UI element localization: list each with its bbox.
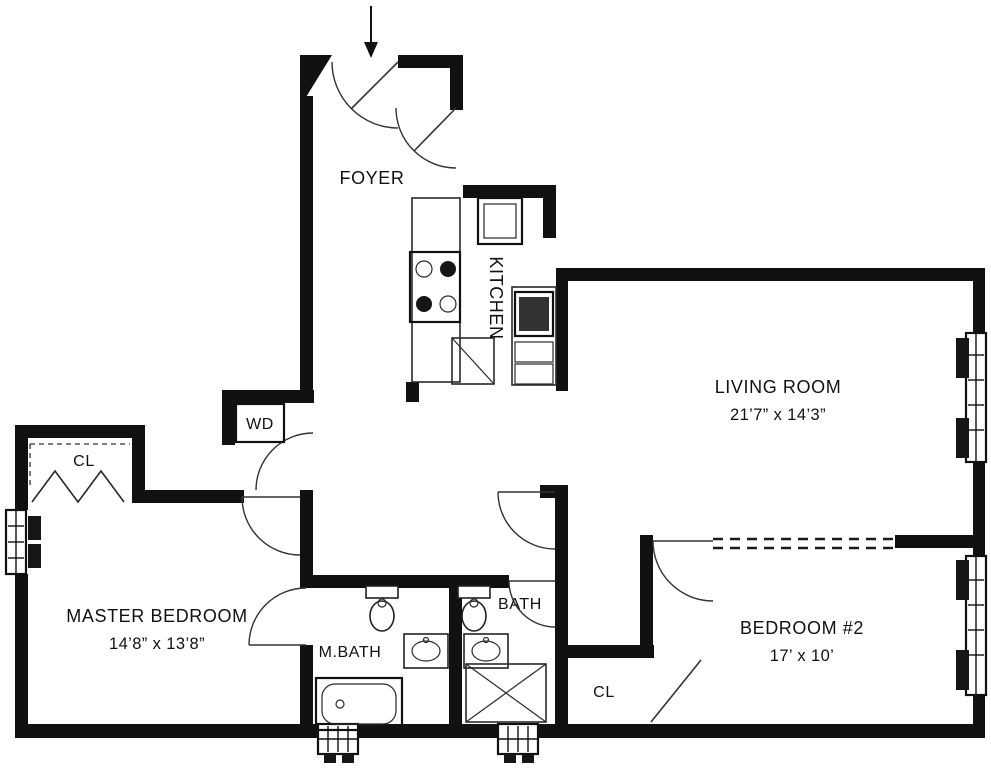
- wall-segment: [895, 535, 985, 548]
- master-bath-door-arc: [248, 587, 307, 646]
- wall-segment: [132, 425, 145, 503]
- bedroom2-label: BEDROOM #2: [740, 618, 864, 638]
- wall-segment: [300, 645, 313, 738]
- wall-segment: [132, 490, 244, 503]
- foyer-kitchen-door-arc: [395, 107, 457, 169]
- kitchen-sink-icon: [511, 286, 557, 386]
- master-bedroom-door-arc: [241, 432, 314, 556]
- wall-segment: [538, 724, 985, 738]
- wall-segment: [398, 55, 463, 68]
- window-right-living-icon: [956, 331, 988, 464]
- hall-living-door-arc: [497, 491, 556, 550]
- entry-arrow-icon: [364, 6, 378, 58]
- wall-segment: [15, 425, 145, 438]
- wall-segment: [463, 185, 556, 198]
- wall-segment: [358, 724, 498, 738]
- wall-segment: [450, 55, 463, 110]
- wall-segment: [15, 425, 28, 510]
- washer-dryer-label: WD: [246, 416, 274, 433]
- wall-segment: [449, 575, 462, 738]
- bath-label: BATH: [498, 596, 542, 613]
- wall-segment: [973, 268, 985, 334]
- closet-master-bifold-door-icon: [31, 469, 125, 504]
- shower-icon: [465, 663, 547, 723]
- wall-segment: [543, 185, 556, 238]
- living-room-dims: 21’7” x 14’3”: [730, 406, 826, 424]
- wall-segment: [640, 535, 653, 657]
- closet-bedroom2-label: CL: [593, 684, 615, 701]
- bath-fixtures: [457, 585, 547, 723]
- room-labels: FOYER KITCHEN LIVING ROOM 21’7” x 14’3” …: [66, 168, 864, 701]
- bathroom-sink-icon: [463, 633, 509, 669]
- bathroom-sink-icon: [403, 633, 449, 669]
- wall-segment: [300, 55, 332, 102]
- wall-segment: [973, 462, 985, 557]
- closet-shelf-dashes: [29, 443, 130, 486]
- door-arcs: [31, 61, 714, 723]
- master-bath-fixtures: [314, 585, 449, 732]
- master-bath-label: M.BATH: [319, 644, 382, 661]
- dishwasher-icon: [451, 337, 495, 385]
- wall-segment: [222, 390, 314, 403]
- entry-door-arc: [331, 61, 399, 129]
- wall-segment: [556, 281, 568, 391]
- closet-bedroom2-door-leaf: [650, 659, 702, 723]
- dashed-partition: [713, 537, 895, 550]
- bedroom2-door-arc: [652, 540, 714, 602]
- bathtub-icon: [314, 676, 404, 732]
- window-left-master-icon: [4, 508, 41, 576]
- master-bedroom-label: MASTER BEDROOM: [66, 606, 247, 626]
- master-bedroom-dims: 14’8” x 13’8”: [109, 635, 205, 653]
- wall-segment: [300, 96, 313, 402]
- wall-segment: [300, 490, 313, 588]
- kitchen-label: KITCHEN: [486, 256, 506, 339]
- window-bottom-bath-icon: [496, 722, 540, 763]
- walls: [15, 55, 985, 738]
- living-room-label: LIVING ROOM: [715, 377, 842, 397]
- toilet-icon: [457, 585, 491, 632]
- wall-segment: [15, 574, 28, 738]
- wall-segment: [449, 575, 509, 588]
- kitchen-fixtures: [408, 196, 557, 386]
- washer-dryer-box: WD: [234, 402, 286, 444]
- closet-master-label: CL: [73, 453, 95, 470]
- wall-segment: [313, 575, 449, 588]
- wall-segment: [973, 695, 985, 738]
- window-right-bedroom2-icon: [956, 554, 988, 697]
- bath-door-arc: [508, 580, 556, 628]
- foyer-label: FOYER: [339, 168, 404, 188]
- wall-segment: [555, 485, 568, 738]
- bedroom2-dims: 17’ x 10’: [770, 647, 834, 665]
- toilet-icon: [365, 585, 399, 632]
- stove-icon: [408, 250, 462, 324]
- wall-segment: [406, 382, 419, 402]
- wall-segment: [15, 724, 318, 738]
- refrigerator-icon: [476, 196, 524, 246]
- wall-segment: [222, 390, 235, 445]
- wall-segment: [556, 268, 985, 281]
- wall-segment: [555, 645, 654, 658]
